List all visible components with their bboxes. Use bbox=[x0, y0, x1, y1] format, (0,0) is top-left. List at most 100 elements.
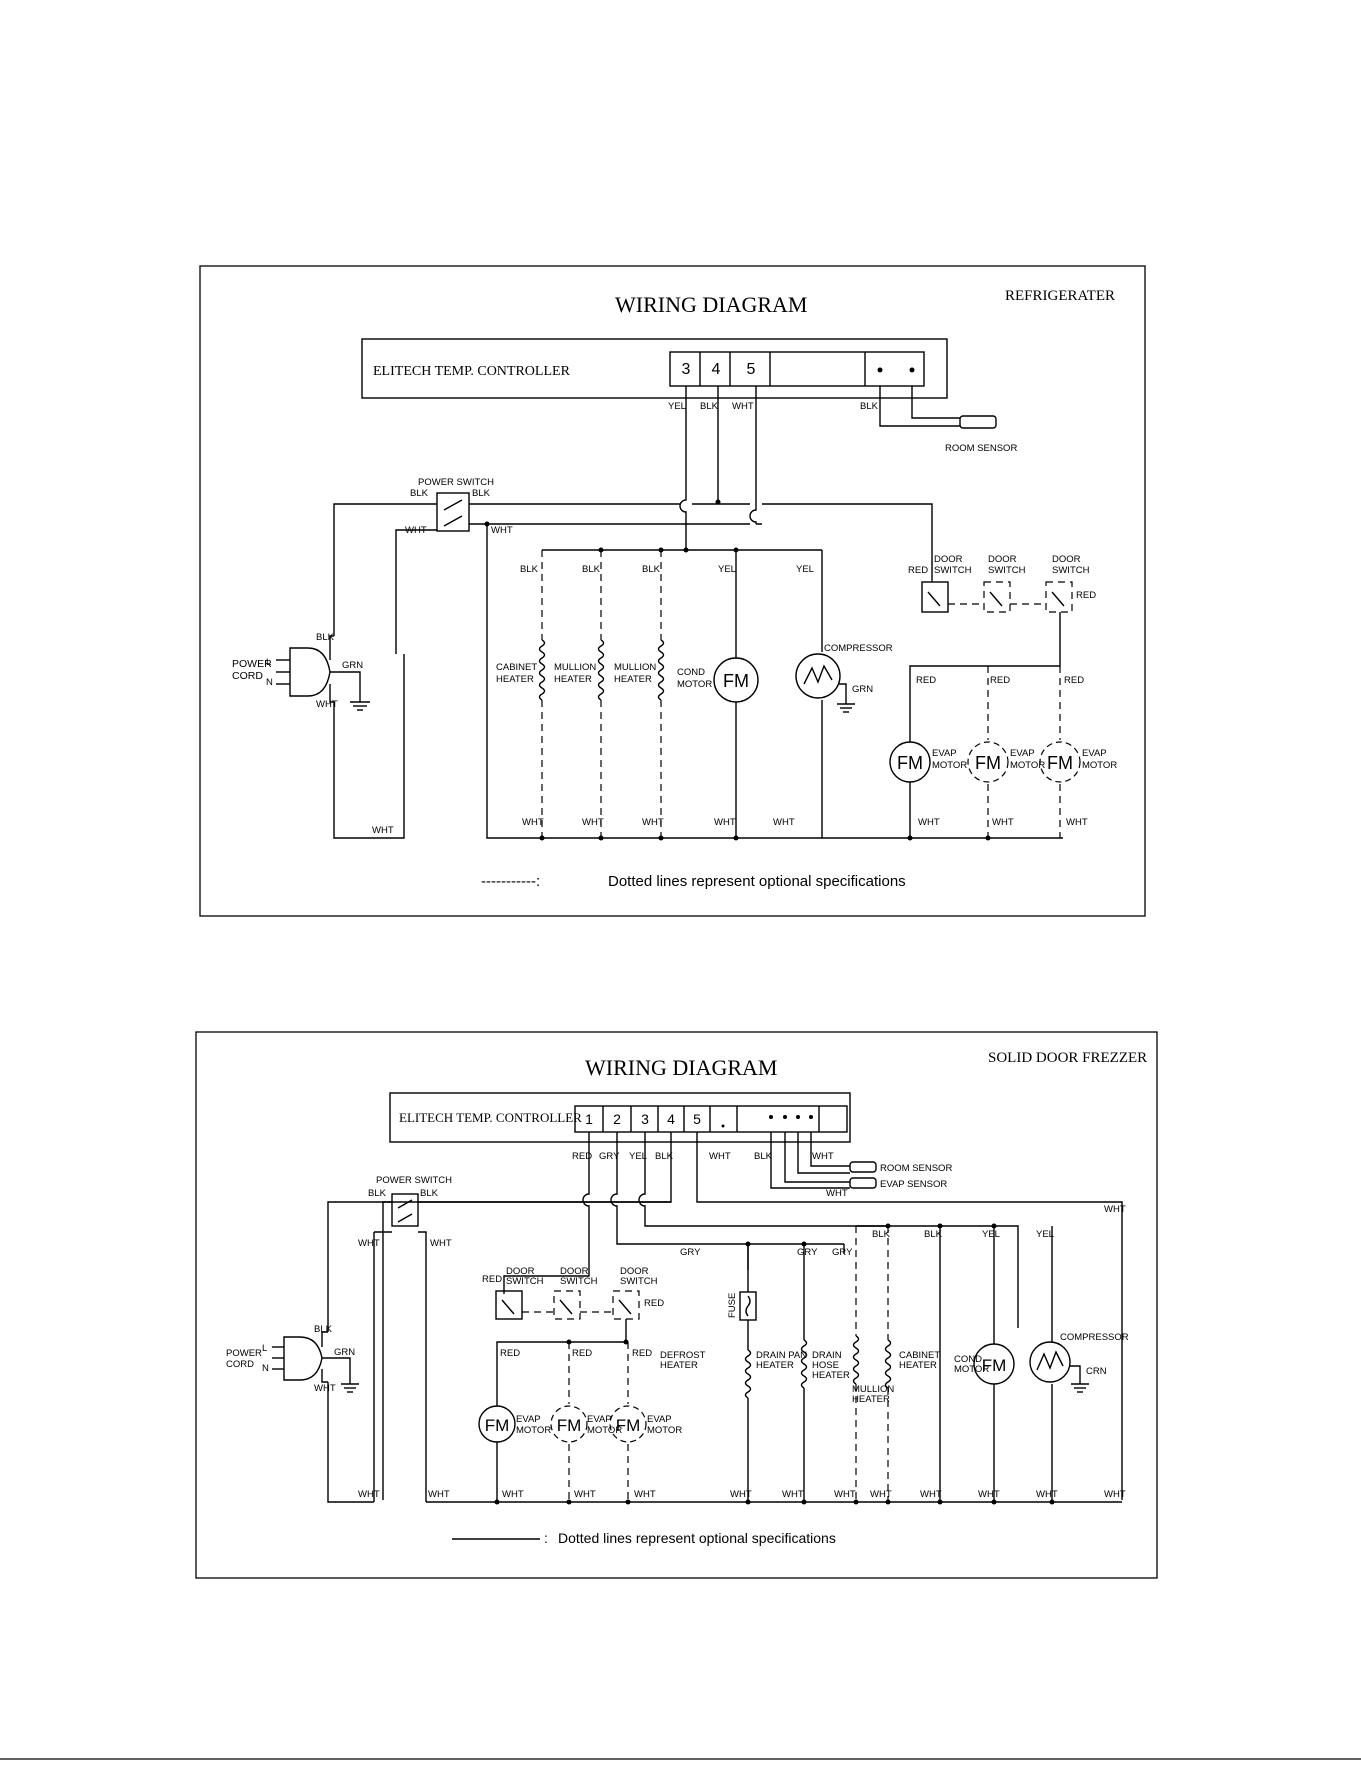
label-blk: BLK bbox=[368, 1188, 387, 1199]
label-red: RED bbox=[572, 1151, 592, 1162]
diagram-b-evap-motor-2-2: MOTOR bbox=[587, 1425, 622, 1436]
label-wht: WHT bbox=[522, 817, 544, 828]
diagram-a-evap-motor-2: EVAP bbox=[1010, 748, 1035, 759]
label-wht: WHT bbox=[918, 817, 940, 828]
diagram-b-terminal-3: 3 bbox=[641, 1111, 649, 1127]
label-n: N bbox=[266, 677, 273, 688]
diagram-b-door-switch-2-2: SWITCH bbox=[560, 1276, 598, 1287]
diagram-b-door-switch-1: DOOR bbox=[506, 1266, 535, 1277]
diagram-a-cabinet-heater-2: HEATER bbox=[496, 674, 534, 685]
label-wht: WHT bbox=[372, 825, 394, 836]
diagram-b-compressor: COMPRESSOR bbox=[1060, 1332, 1129, 1343]
label-wht: WHT bbox=[574, 1489, 596, 1500]
label-grn: GRN bbox=[334, 1347, 355, 1358]
diagram-a-cond-motor-fm bbox=[713, 657, 759, 703]
diagram-b-evap-sensor: EVAP SENSOR bbox=[880, 1179, 947, 1190]
label-wht: WHT bbox=[732, 401, 754, 412]
diagram-a-power-switch-body bbox=[436, 492, 470, 532]
diagram-b-drain-hose-heater-2: HOSE bbox=[812, 1360, 839, 1371]
diagram-b-power-switch-body bbox=[391, 1193, 419, 1227]
diagram-a-mullion-heater-1: MULLION bbox=[554, 662, 596, 673]
diagram-b-drain-hose-heater: DRAIN bbox=[812, 1350, 842, 1361]
diagram-b-door-switch-2-body bbox=[553, 1290, 581, 1320]
diagram-b-door-switch-3-body bbox=[612, 1290, 640, 1320]
diagram-b-cabinet-heater: CABINET bbox=[899, 1350, 940, 1361]
label-blk: BLK bbox=[642, 564, 661, 575]
diagram-a-door-switch-2-body bbox=[983, 581, 1011, 613]
diagram-b-evap-motor-2-fm bbox=[550, 1405, 588, 1443]
diagram-a-door-switch-3-body bbox=[1045, 581, 1073, 613]
diagram-a-evap-motor-1-2: MOTOR bbox=[932, 760, 967, 771]
label-n: N bbox=[262, 1363, 269, 1374]
diagram-b-defrost-heater: DEFROST bbox=[660, 1350, 706, 1361]
diagram-b-terminal-2: 2 bbox=[613, 1111, 621, 1127]
label-gry: GRY bbox=[680, 1247, 701, 1258]
label-red: RED bbox=[644, 1298, 664, 1309]
label-yel: YEL bbox=[796, 564, 814, 575]
label-blk: BLK bbox=[872, 1229, 891, 1240]
diagram-a-door-switch-1-2: SWITCH bbox=[934, 565, 972, 576]
diagram-a-mullion-heater-1-2: HEATER bbox=[554, 674, 592, 685]
label-red: RED bbox=[916, 675, 936, 686]
diagram-a-evap-motor-3-2: MOTOR bbox=[1082, 760, 1117, 771]
label-blk: BLK bbox=[655, 1151, 674, 1162]
label-wht: WHT bbox=[316, 699, 338, 710]
label-grn: GRN bbox=[342, 660, 363, 671]
label-red: RED bbox=[1076, 590, 1096, 601]
diagram-b-fuse: FUSE bbox=[727, 1293, 738, 1318]
diagram-b-evap-motor-3-2: MOTOR bbox=[647, 1425, 682, 1436]
label-wht: WHT bbox=[714, 817, 736, 828]
diagram-b-note-colon: : bbox=[544, 1530, 548, 1546]
label-wht: WHT bbox=[358, 1238, 380, 1249]
diagram-b-power-switch: POWER SWITCH bbox=[376, 1175, 452, 1186]
diagram-b-terminal-1: 1 bbox=[585, 1111, 593, 1127]
label-blk: BLK bbox=[314, 1324, 333, 1335]
label-wht: WHT bbox=[730, 1489, 752, 1500]
diagram-a-door-switch-2: DOOR bbox=[988, 554, 1017, 565]
label-wht: WHT bbox=[1104, 1204, 1126, 1215]
fm-label: FM bbox=[723, 671, 749, 691]
diagram-b-evap-motor-3-fm bbox=[609, 1405, 647, 1443]
diagram-b-evap-motor-1-2: MOTOR bbox=[516, 1425, 551, 1436]
diagram-a-controller-box bbox=[361, 338, 948, 399]
label-red: RED bbox=[632, 1348, 652, 1359]
label-yel: YEL bbox=[718, 564, 736, 575]
diagram-b-evap-motor-2: EVAP bbox=[587, 1414, 612, 1425]
diagram-b-door-switch-2: DOOR bbox=[560, 1266, 589, 1277]
diagram-b-compressor-symbol bbox=[1029, 1341, 1071, 1383]
diagram-a-frame bbox=[199, 265, 1146, 917]
diagram-a-cond-motor-2: MOTOR bbox=[677, 679, 712, 690]
diagram-a-model: REFRIGERATER bbox=[1005, 288, 1115, 304]
label-l: L bbox=[266, 657, 271, 668]
label-wht: WHT bbox=[428, 1489, 450, 1500]
fm-label: FM bbox=[975, 753, 1001, 773]
diagram-a-mullion-heater-2: MULLION bbox=[614, 662, 656, 673]
fm-label: FM bbox=[982, 1356, 1007, 1375]
diagram-a-cabinet-heater: CABINET bbox=[496, 662, 537, 673]
diagram-b-drain-hose-heater-3: HEATER bbox=[812, 1370, 850, 1381]
label-wht: WHT bbox=[502, 1489, 524, 1500]
label-blk: BLK bbox=[582, 564, 601, 575]
label-wht: WHT bbox=[582, 817, 604, 828]
diagram-a-evap-motor-3: EVAP bbox=[1082, 748, 1107, 759]
label-red: RED bbox=[1064, 675, 1084, 686]
label-wht: WHT bbox=[1036, 1489, 1058, 1500]
label-red: RED bbox=[500, 1348, 520, 1359]
diagram-b-mullion-heater: MULLION bbox=[852, 1384, 894, 1395]
label-wht: WHT bbox=[1104, 1489, 1126, 1500]
label-wht: WHT bbox=[430, 1238, 452, 1249]
fm-label: FM bbox=[616, 1416, 641, 1435]
diagram-b-door-switch-3: DOOR bbox=[620, 1266, 649, 1277]
fm-label: FM bbox=[485, 1416, 510, 1435]
label-wht: WHT bbox=[826, 1188, 848, 1199]
diagram-a-power-cord: POWER bbox=[232, 658, 272, 670]
diagram-b-title: WIRING DIAGRAM bbox=[585, 1055, 777, 1080]
label-l: L bbox=[262, 1343, 267, 1354]
diagram-a-note-dashes: -----------: bbox=[481, 873, 540, 890]
diagram-a-mullion-heater-2-2: HEATER bbox=[614, 674, 652, 685]
label-wht: WHT bbox=[642, 817, 664, 828]
diagram-b-door-switch-1-2: SWITCH bbox=[506, 1276, 544, 1287]
label-blk: BLK bbox=[420, 1188, 439, 1199]
label-wht: WHT bbox=[709, 1151, 731, 1162]
diagram-b-frame bbox=[195, 1031, 1158, 1579]
